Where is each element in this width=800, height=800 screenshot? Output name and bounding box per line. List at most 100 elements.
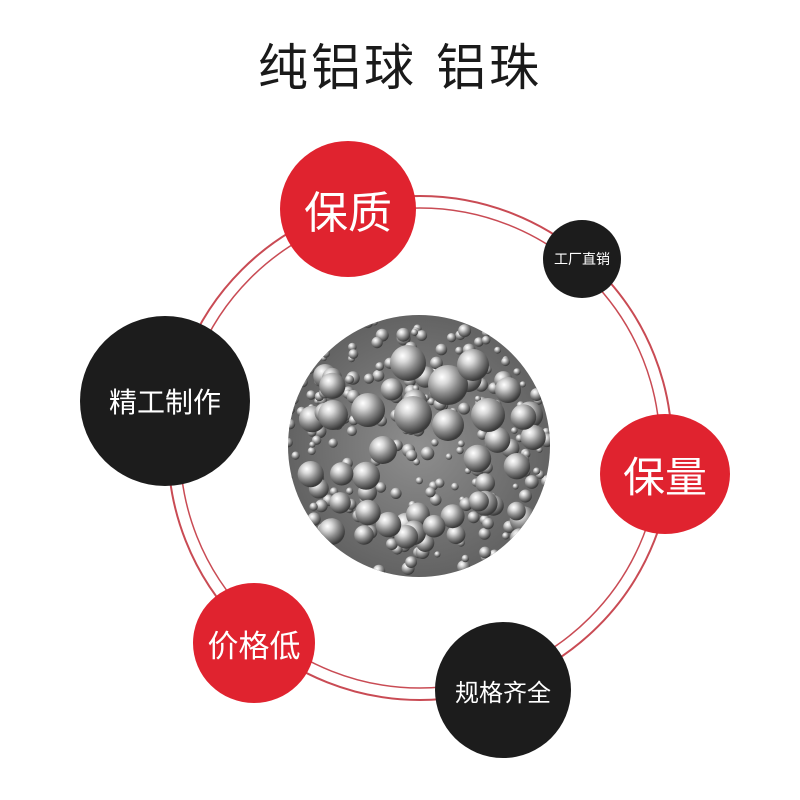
medium-ball <box>329 492 351 514</box>
medium-ball <box>380 378 403 401</box>
quantity-label: 保量 <box>622 452 707 502</box>
small-ball <box>309 441 316 448</box>
small-ball <box>396 327 411 342</box>
small-ball <box>348 349 359 359</box>
small-ball <box>512 483 519 490</box>
small-ball <box>416 330 428 341</box>
medium-ball <box>330 462 354 486</box>
small-ball <box>309 502 318 511</box>
small-ball <box>390 487 402 499</box>
fine-craft-badge: 精工制作 <box>80 316 250 486</box>
small-ball <box>451 482 459 491</box>
large-ball <box>394 396 432 434</box>
small-ball <box>429 494 442 506</box>
small-ball <box>413 458 420 466</box>
small-ball <box>346 426 357 437</box>
small-ball <box>494 346 502 354</box>
medium-ball <box>394 524 419 549</box>
small-ball <box>445 453 453 460</box>
large-ball <box>318 400 348 430</box>
page-title: 纯铝球 铝珠 <box>258 39 542 97</box>
small-ball <box>427 398 435 406</box>
small-ball <box>420 446 435 461</box>
small-ball <box>513 368 521 376</box>
medium-ball <box>468 491 489 512</box>
small-ball <box>467 511 480 524</box>
small-ball <box>348 342 357 352</box>
small-ball <box>435 343 448 356</box>
small-ball <box>455 346 463 355</box>
small-ball <box>518 489 532 503</box>
small-ball <box>478 527 491 540</box>
fine-craft-label: 精工制作 <box>108 386 221 419</box>
medium-ball <box>352 461 380 490</box>
small-ball <box>481 335 491 345</box>
aluminum-balls-photo-icon <box>288 315 550 577</box>
small-ball <box>288 437 293 448</box>
small-ball <box>415 477 423 485</box>
small-ball <box>405 556 417 568</box>
medium-ball <box>510 404 537 430</box>
medium-ball <box>354 525 374 545</box>
small-ball <box>375 482 387 493</box>
small-ball <box>458 402 471 415</box>
factory-direct-badge: 工厂直销 <box>543 220 621 298</box>
small-ball <box>411 328 418 336</box>
aluminum-balls-image <box>288 315 550 577</box>
small-ball <box>375 362 384 371</box>
small-ball <box>458 324 472 338</box>
small-ball <box>524 475 539 489</box>
medium-ball <box>503 453 531 480</box>
full-specs-label: 规格齐全 <box>455 678 551 707</box>
small-ball <box>482 517 494 530</box>
small-ball <box>363 373 374 384</box>
medium-ball <box>406 502 430 527</box>
small-ball <box>291 451 300 460</box>
medium-ball <box>475 473 495 493</box>
medium-ball <box>440 504 465 529</box>
small-ball <box>288 419 296 430</box>
small-ball <box>533 467 541 475</box>
large-ball <box>432 409 464 441</box>
small-ball <box>461 554 469 563</box>
small-ball <box>446 333 457 343</box>
small-ball <box>430 356 443 370</box>
low-price-badge: 价格低 <box>193 583 315 703</box>
medium-ball <box>422 514 446 538</box>
small-ball <box>474 337 484 347</box>
small-ball <box>371 336 383 349</box>
small-ball <box>307 447 316 456</box>
small-ball <box>314 499 328 513</box>
medium-ball <box>319 372 346 399</box>
small-ball <box>457 440 465 448</box>
medium-ball <box>520 424 546 450</box>
small-ball <box>328 438 338 448</box>
factory-direct-label: 工厂直销 <box>554 252 610 268</box>
large-ball <box>428 365 468 405</box>
medium-ball <box>507 501 526 521</box>
quality-label: 保质 <box>304 188 392 239</box>
small-ball <box>511 427 518 434</box>
medium-ball <box>297 461 324 488</box>
small-ball <box>501 357 510 367</box>
small-ball <box>479 546 491 559</box>
quantity-badge: 保量 <box>600 414 730 534</box>
low-price-label: 价格低 <box>207 628 301 665</box>
small-ball <box>434 551 441 558</box>
small-ball <box>502 532 510 540</box>
large-ball <box>471 398 505 432</box>
small-ball <box>431 439 439 447</box>
small-ball <box>345 375 354 384</box>
large-ball <box>457 349 489 381</box>
medium-ball <box>446 525 466 545</box>
small-ball <box>456 446 464 455</box>
small-ball <box>435 478 445 488</box>
small-ball <box>519 381 526 388</box>
medium-ball <box>484 427 511 453</box>
medium-ball <box>355 499 381 526</box>
medium-ball <box>463 444 492 473</box>
small-ball <box>306 390 316 400</box>
large-ball <box>390 345 426 381</box>
small-ball <box>425 487 436 498</box>
small-ball <box>346 487 354 495</box>
